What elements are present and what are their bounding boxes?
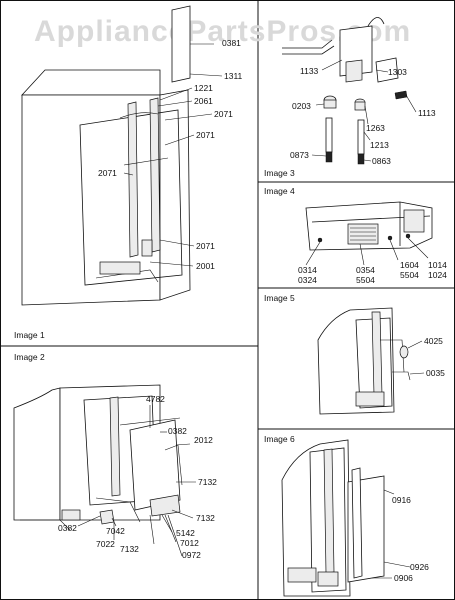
image-3-callouts: 1133 1303 0203 1113 1263 1213 0873 0863 [290, 66, 436, 166]
callout: 1024 [428, 270, 447, 280]
image-4-drawing [305, 201, 433, 251]
image-6-drawing [281, 439, 385, 597]
callout: 0972 [182, 550, 201, 560]
callout: 0203 [292, 101, 311, 111]
callout: 0382 [58, 523, 77, 533]
image-1-title: Image 1 [14, 330, 45, 340]
callout: 1303 [388, 67, 407, 77]
callout: 1221 [194, 83, 213, 93]
callout: 0314 [298, 265, 317, 275]
callout: 1014 [428, 260, 447, 270]
image-3-leaders [311, 59, 417, 162]
image-3-title: Image 3 [264, 168, 295, 178]
image-4-callouts: 0314 0324 0354 5504 1604 5504 1014 1024 [298, 260, 447, 285]
callout: 1133 [300, 66, 319, 76]
callout: 0324 [298, 275, 317, 285]
callout: 0873 [290, 150, 309, 160]
callout: 2012 [194, 435, 213, 445]
callout: 0916 [392, 495, 411, 505]
image-2-callouts: 4782 0382 2012 7132 7132 0382 7042 7022 … [58, 394, 217, 560]
image-5-drawing [317, 307, 411, 415]
callout: 5504 [400, 270, 419, 280]
callout: 1263 [366, 123, 385, 133]
image-5-callouts: 4025 0035 [424, 336, 445, 378]
callout: 2071 [196, 130, 215, 140]
image-3-drawing [282, 17, 408, 165]
image-6-title: Image 6 [264, 434, 295, 444]
callout: 1604 [400, 260, 419, 270]
callout: 7022 [96, 539, 115, 549]
image-1-callouts: 0381 1311 1221 2061 2071 2071 2071 2071 … [98, 38, 243, 271]
callout: 1311 [224, 71, 243, 81]
callout: 2071 [196, 241, 215, 251]
image-6-leaders [372, 489, 411, 579]
callout: 2061 [194, 96, 213, 106]
callout: 1213 [370, 140, 389, 150]
image-1-leaders [123, 43, 223, 267]
callout: 0926 [410, 562, 429, 572]
callout: 0381 [222, 38, 241, 48]
image-6-callouts: 0916 0926 0906 [392, 495, 429, 583]
callout: 0382 [168, 426, 187, 436]
image-2-leaders [77, 405, 196, 557]
callout: 2001 [196, 261, 215, 271]
image-1-cabinet-drawing [21, 5, 191, 306]
callout: 0035 [426, 368, 445, 378]
image-2-title: Image 2 [14, 352, 45, 362]
callout: 4025 [424, 336, 443, 346]
callout: 0354 [356, 265, 375, 275]
callout: 4782 [146, 394, 165, 404]
image-2-drawing [13, 384, 183, 531]
image-5-leaders [407, 340, 425, 375]
callout: 7132 [120, 544, 139, 554]
callout: 0906 [394, 573, 413, 583]
callout: 2071 [214, 109, 233, 119]
image-5-title: Image 5 [264, 293, 295, 303]
callout: 7132 [198, 477, 217, 487]
callout: 7132 [196, 513, 215, 523]
callout: 5504 [356, 275, 375, 285]
image-4-leaders [305, 237, 429, 266]
callout: 5142 [176, 528, 195, 538]
callout: 7042 [106, 526, 125, 536]
image-4-title: Image 4 [264, 186, 295, 196]
callout: 0863 [372, 156, 391, 166]
callout: 2071 [98, 168, 117, 178]
callout: 1113 [418, 108, 436, 118]
callout: 7012 [180, 538, 199, 548]
